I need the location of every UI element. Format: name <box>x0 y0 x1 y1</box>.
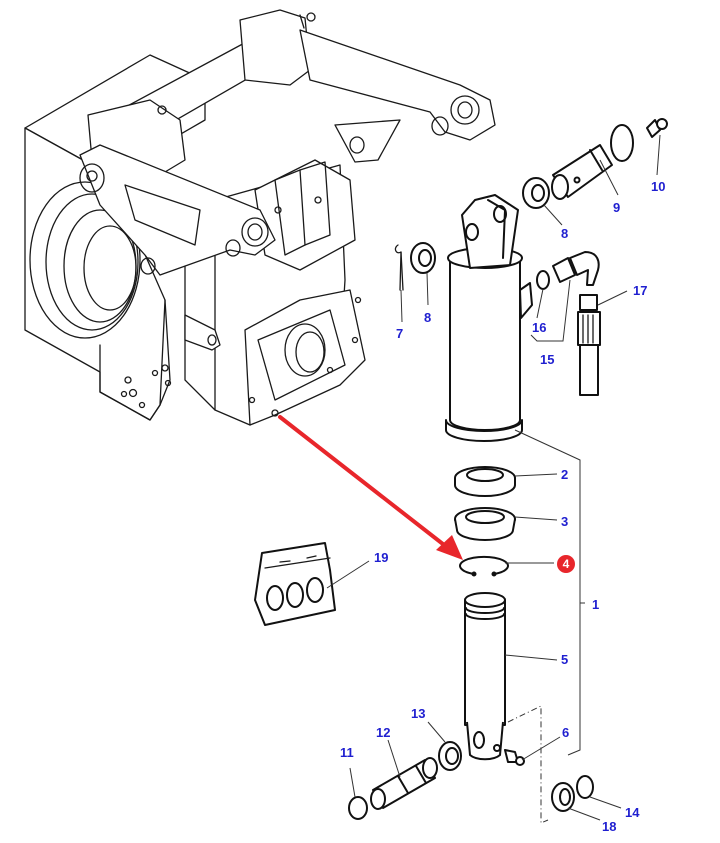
part-16-o-ring <box>536 270 550 290</box>
callout-13[interactable]: 13 <box>411 706 426 721</box>
part-14-circlip <box>576 775 594 799</box>
callout-8b[interactable]: 8 <box>561 226 569 241</box>
leader-lines <box>326 134 661 824</box>
part-15-elbow-fitting <box>552 251 600 286</box>
part-3-wiper <box>454 507 516 541</box>
callout-11[interactable]: 11 <box>340 745 354 760</box>
callout-9[interactable]: 9 <box>613 200 621 215</box>
callout-17[interactable]: 17 <box>633 283 648 298</box>
part-17-hose <box>577 294 601 396</box>
part-8-washer-a <box>410 242 436 274</box>
callout-7[interactable]: 7 <box>396 326 404 341</box>
part-11-circlip <box>348 796 368 820</box>
highlight-arrow <box>278 415 463 560</box>
part-5-piston-rod <box>464 592 506 761</box>
housing-mount-hole <box>271 409 279 417</box>
callout-15[interactable]: 15 <box>540 352 555 367</box>
part-8-washer-b <box>522 177 550 209</box>
part-13-washer <box>438 741 462 771</box>
callout-14[interactable]: 14 <box>625 805 640 820</box>
part-6-grease-nipple <box>504 749 525 766</box>
callout-18[interactable]: 18 <box>602 819 617 834</box>
callout-19[interactable]: 19 <box>374 550 389 565</box>
part-7-split-pin <box>394 244 404 291</box>
part-10-grease-nipple <box>646 118 668 138</box>
callout-12[interactable]: 12 <box>376 725 391 740</box>
part-2-seal <box>454 466 516 497</box>
callout-5[interactable]: 5 <box>561 652 569 667</box>
callout-1[interactable]: 1 <box>592 597 600 612</box>
callout-16[interactable]: 16 <box>532 320 547 335</box>
part-12-pin <box>370 757 438 810</box>
callout-8a[interactable]: 8 <box>424 310 432 325</box>
part-9-pivot-pin <box>551 124 634 200</box>
part-4-circlip <box>459 555 509 577</box>
part-19-seal-kit <box>254 542 336 626</box>
rear-housing <box>24 9 496 426</box>
callout-10[interactable]: 10 <box>651 179 666 194</box>
callout-3[interactable]: 3 <box>561 514 569 529</box>
callout-4-highlighted[interactable]: 4 <box>557 555 575 573</box>
part-18-washer <box>551 782 575 812</box>
cylinder-barrel <box>445 194 533 442</box>
callout-2[interactable]: 2 <box>561 467 569 482</box>
callout-6[interactable]: 6 <box>562 725 570 740</box>
